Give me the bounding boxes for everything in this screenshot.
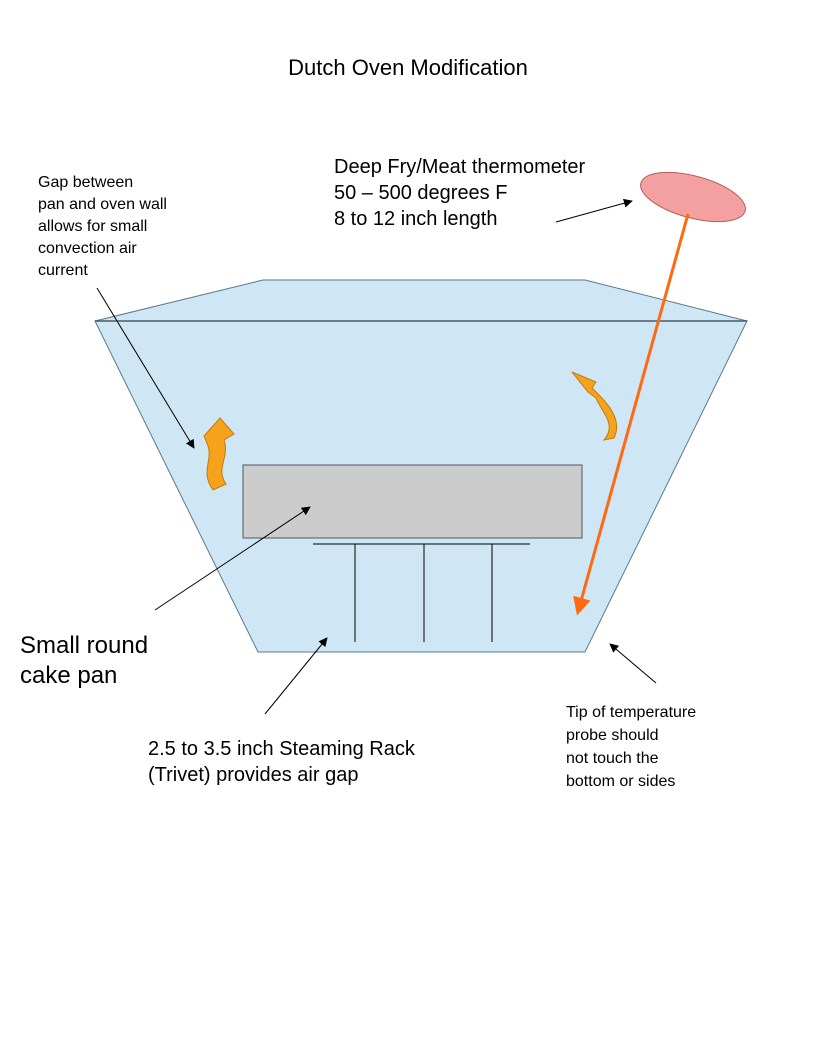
- thermometer-probe: [573, 213, 690, 616]
- gap-annotation: Gap between pan and oven wall allows for…: [38, 174, 167, 279]
- rack-pointer-arrow: [264, 637, 328, 715]
- oven-lid: [94, 279, 748, 322]
- pan-pointer-arrow: [154, 506, 311, 611]
- convection-arrow-icon: [571, 371, 618, 441]
- tip-pointer-arrow: [609, 643, 657, 684]
- convection-arrow-icon: [203, 417, 235, 491]
- thermometer-annotation: Deep Fry/Meat thermometer 50 – 500 degre…: [334, 156, 586, 230]
- rack-annotation: 2.5 to 3.5 inch Steaming Rack (Trivet) p…: [148, 738, 415, 786]
- thermometer-pointer-arrow: [555, 198, 633, 223]
- cake-pan: [242, 464, 583, 539]
- tip-annotation: Tip of temperature probe should not touc…: [566, 704, 697, 790]
- steaming-rack: [313, 543, 530, 642]
- thermometer-dial-icon: [640, 171, 746, 223]
- gap-pointer-arrow: [96, 287, 195, 449]
- diagram-title: Dutch Oven Modification: [288, 55, 528, 80]
- pan-annotation: Small round cake pan: [20, 632, 149, 689]
